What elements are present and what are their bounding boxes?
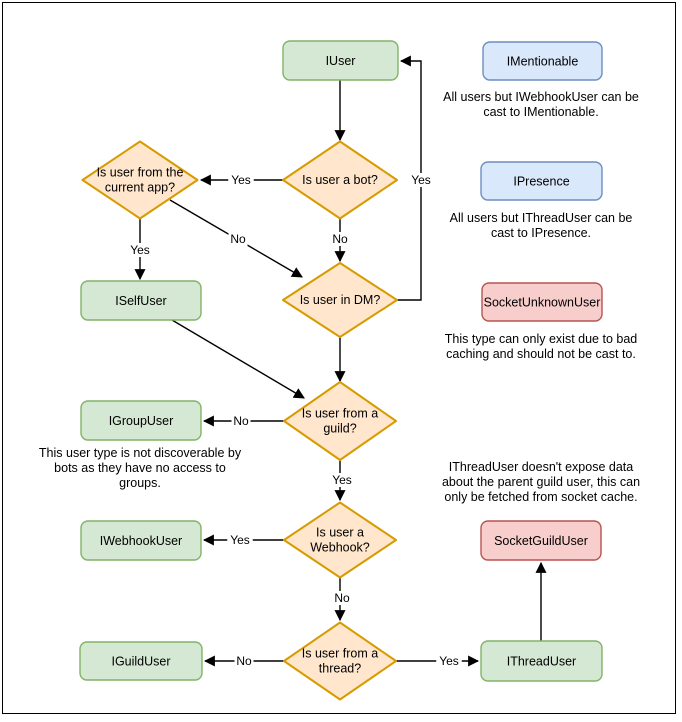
node-label: IPresence	[513, 175, 569, 189]
node-iguilduser: IGuildUser	[79, 641, 203, 681]
note-line: This type can only exist due to bad	[444, 332, 638, 346]
green-box	[80, 280, 202, 321]
node-ithreaduser: IThreadUser	[480, 640, 603, 682]
decision-diamond	[283, 501, 397, 579]
note-line: caching and should not be cast to.	[446, 347, 636, 361]
note-line: groups.	[119, 476, 161, 490]
page-border	[2, 2, 676, 714]
node-label: Is user a bot?	[302, 173, 378, 187]
edge-label-bg	[227, 533, 253, 547]
node-ipresence: IPresence	[480, 161, 603, 201]
note-line: about the parent guild user, this can	[441, 475, 641, 489]
node-q-dm: Is user in DM?	[282, 262, 398, 338]
edge-label-bg	[329, 473, 355, 487]
node-label: ISelfUser	[115, 294, 166, 308]
blue-box	[482, 41, 603, 81]
green-box	[80, 400, 202, 441]
edge-label-current-app-to-iselfuser: Yes	[130, 243, 150, 257]
edge-label-guild-to-webhook: Yes	[332, 473, 352, 487]
note-line: cast to IPresence.	[490, 226, 592, 240]
edge-label-guild-to-igroupuser: No	[233, 414, 249, 428]
decision-diamond	[283, 621, 397, 701]
note-line: All users but IWebhookUser can be	[443, 90, 639, 104]
note-line: IThreadUser doesn't expose data	[448, 460, 634, 474]
edge-label-bg	[228, 173, 254, 187]
node-label: IGroupUser	[109, 414, 174, 428]
note-line: only be fetched from socket cache.	[444, 490, 638, 504]
node-label: IGuildUser	[111, 655, 170, 669]
green-box	[480, 640, 603, 682]
green-box	[79, 641, 203, 681]
node-label: Is user in DM?	[300, 293, 381, 307]
edge-label-webhook-to-thread: No	[334, 591, 350, 605]
edge-iselfuser-to-guild	[171, 319, 305, 399]
decision-diamond	[282, 262, 398, 338]
node-label: SocketGuildUser	[494, 534, 588, 548]
blue-box	[480, 161, 603, 201]
node-iuser: IUser	[282, 40, 399, 81]
node-igroupuser: IGroupUser	[80, 400, 202, 441]
edge-label-bg	[234, 654, 254, 668]
node-iselfuser: ISelfUser	[80, 280, 202, 321]
node-imentionable: IMentionable	[482, 41, 603, 81]
edge-label-bg	[330, 232, 350, 246]
edge-label-thread-to-iguilduser: No	[236, 654, 252, 668]
red-box	[480, 520, 602, 561]
edge-label-bg	[408, 173, 434, 187]
decision-diamond	[282, 140, 398, 220]
note-line: bots as they have no access to	[54, 461, 226, 475]
edge-label-bg	[127, 243, 153, 257]
node-label: IUser	[326, 54, 356, 68]
edge-label-current-app-to-dm: No	[230, 232, 246, 246]
node-q-bot: Is user a bot?	[282, 140, 398, 220]
edge-label-bg	[436, 654, 462, 668]
red-box	[481, 282, 603, 322]
note-line: All users but IThreadUser can be	[449, 211, 633, 225]
green-box	[282, 40, 399, 81]
green-box	[80, 520, 202, 561]
edge-label-bot-to-current-app: Yes	[231, 173, 251, 187]
edge-label-bg	[231, 414, 251, 428]
node-label: IMentionable	[507, 55, 579, 69]
edge-label-bg	[332, 591, 352, 605]
edge-label-bot-to-dm: No	[332, 232, 348, 246]
node-socketguilduser: SocketGuildUser	[480, 520, 602, 561]
edge-label-webhook-to-iwebhookuser: Yes	[230, 533, 250, 547]
node-socketunknownuser: SocketUnknownUser	[481, 282, 603, 322]
decision-diamond	[283, 381, 397, 461]
edge-label-bg	[228, 232, 248, 246]
node-label: IWebhookUser	[100, 534, 182, 548]
edge-label-dm-to-iuser: Yes	[411, 173, 431, 187]
note-line: cast to IMentionable.	[483, 105, 599, 119]
edge-label-thread-to-ithreaduser: Yes	[439, 654, 459, 668]
note-line: This user type is not discoverable by	[38, 446, 242, 460]
node-label: SocketUnknownUser	[484, 296, 601, 310]
node-iwebhookuser: IWebhookUser	[80, 520, 202, 561]
decision-diamond	[81, 140, 199, 220]
node-label: IThreadUser	[507, 655, 576, 669]
